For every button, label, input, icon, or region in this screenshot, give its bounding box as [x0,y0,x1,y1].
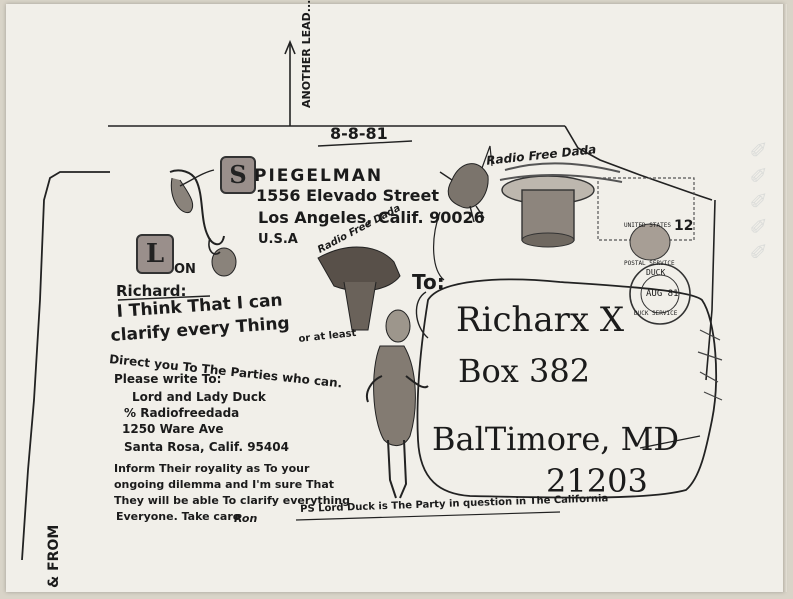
sender-country: U.S.A [258,232,298,247]
letter-line-7: They will be able To clarify everything [114,494,350,507]
postmark-bottom: DUCK SERVICE [634,310,678,317]
stamp-country: UNITED STATES [624,222,671,229]
to-label: To: [412,270,445,294]
sender-street: 1556 Elevado Street [256,186,440,205]
sender-name: PIEGELMAN [254,166,384,186]
letter-line-4: Please write To: [114,372,222,386]
postmark-middle: AUG 81 [646,289,679,299]
letter-signoff: Ron [234,512,258,525]
letter-line-5: Inform Their royality as To your [114,462,310,475]
page-spine [783,4,787,592]
letter-address-1: Lord and Lady Duck [132,390,266,404]
letter-line-8: Everyone. Take care [116,510,241,523]
sender-city: Los Angeles, Calif. 90026 [258,208,485,227]
recipient-name: Richarx X [456,300,625,340]
another-lead-note: ANOTHER LEAD... [300,0,313,108]
letter-line-6: ongoing dilemma and I'm sure That [114,478,334,491]
letter-salutation: Richard: [116,282,187,300]
recipient-box: Box 382 [458,352,591,390]
recipient-zip: 21203 [546,462,648,500]
stamp-service: POSTAL SERVICE [624,260,675,267]
letter-address-4: Santa Rosa, Calif. 95404 [124,440,289,454]
letter-address-3: 1250 Ware Ave [122,422,224,436]
sender-initial-l: L [136,234,174,274]
stamp-value: 12 [674,218,694,234]
sender-initial-s: S [220,156,256,194]
date-stamp: 8-8-81 [330,124,388,143]
sender-on: ON [174,262,196,277]
recipient-city: BalTimore, MD [432,420,680,458]
margin-from-note: & FROM [46,524,62,588]
letter-address-2: % Radiofreedada [124,406,240,420]
postmark-top: DUCK [646,268,666,277]
